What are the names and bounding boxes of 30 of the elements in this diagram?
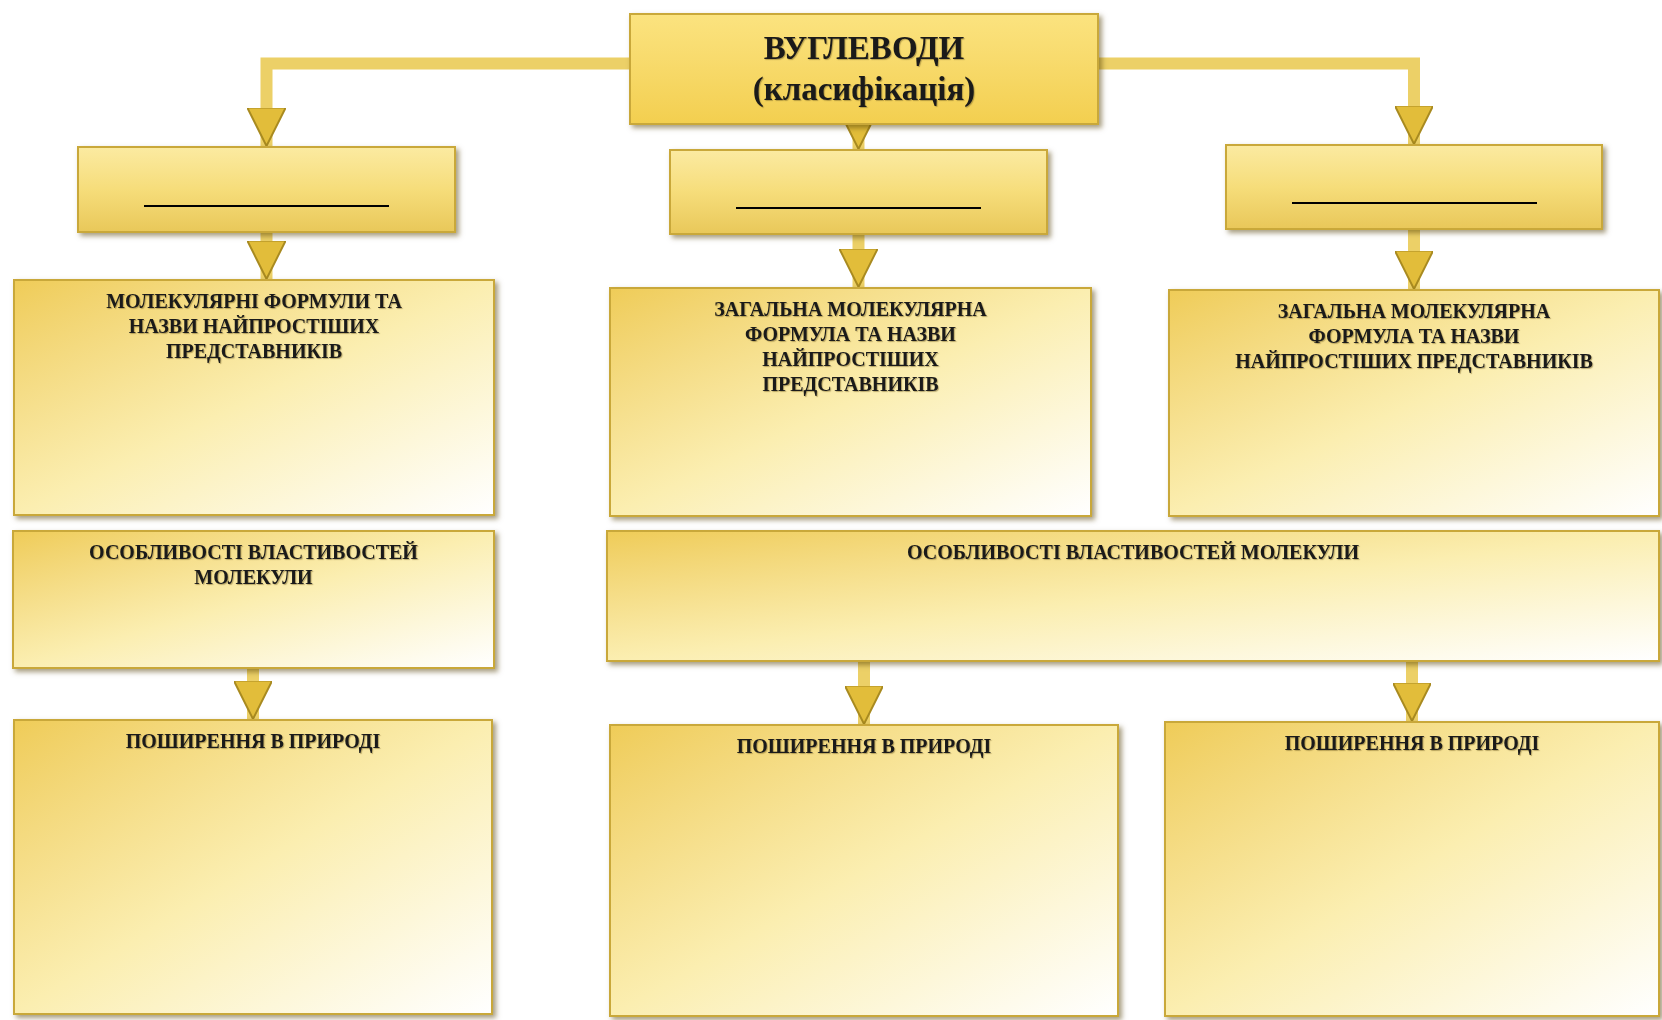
blank-box [669, 149, 1048, 235]
title: ВУГЛЕВОДИ [763, 28, 965, 68]
category-box [12, 530, 495, 669]
blank-box [77, 146, 456, 233]
arrow [232, 669, 274, 720]
box-heading: ЗАГАЛЬНА МОЛЕКУЛЯРНА ФОРМУЛА ТА НАЗВИ НАЙПРОСТІШИХ ПРЕДСТАВНИКІВ [713, 297, 988, 397]
arrow [246, 57, 629, 147]
box-heading: МОЛЕКУЛЯРНІ ФОРМУЛИ ТА НАЗВИ НАЙПРОСТІШИХ ПРЕДСТАВНИКІВ [105, 289, 403, 364]
box-heading: ЗАГАЛЬНА МОЛЕКУЛЯРНА ФОРМУЛА ТА НАЗВИ НАЙПРОСТІШИХ ПРЕДСТАВНИКІВ [1234, 299, 1594, 374]
arrow [838, 235, 879, 288]
category-box [1164, 721, 1660, 1017]
box-heading: ПОШИРЕННЯ В ПРИРОДІ [1284, 731, 1540, 756]
arrow [843, 662, 885, 725]
arrow [1099, 57, 1435, 145]
box-heading: ОСОБЛИВОСТІ ВЛАСТИВОСТЕЙ МОЛЕКУЛИ [906, 540, 1360, 565]
category-box [13, 719, 493, 1015]
category-box [609, 724, 1119, 1017]
category-box [13, 279, 495, 516]
arrow [246, 233, 287, 280]
arrow [1393, 230, 1435, 290]
title-box [629, 13, 1099, 125]
box-heading: ПОШИРЕННЯ В ПРИРОДІ [736, 734, 992, 759]
arrow [1391, 662, 1433, 722]
category-box [1168, 289, 1660, 517]
box-heading: ОСОБЛИВОСТІ ВЛАСТИВОСТЕЙ МОЛЕКУЛИ [88, 540, 419, 590]
blank-box [1225, 144, 1603, 230]
category-box [606, 530, 1660, 662]
category-box [609, 287, 1092, 517]
box-heading: ПОШИРЕННЯ В ПРИРОДІ [125, 729, 381, 754]
subtitle: (класифікація) [752, 70, 976, 109]
